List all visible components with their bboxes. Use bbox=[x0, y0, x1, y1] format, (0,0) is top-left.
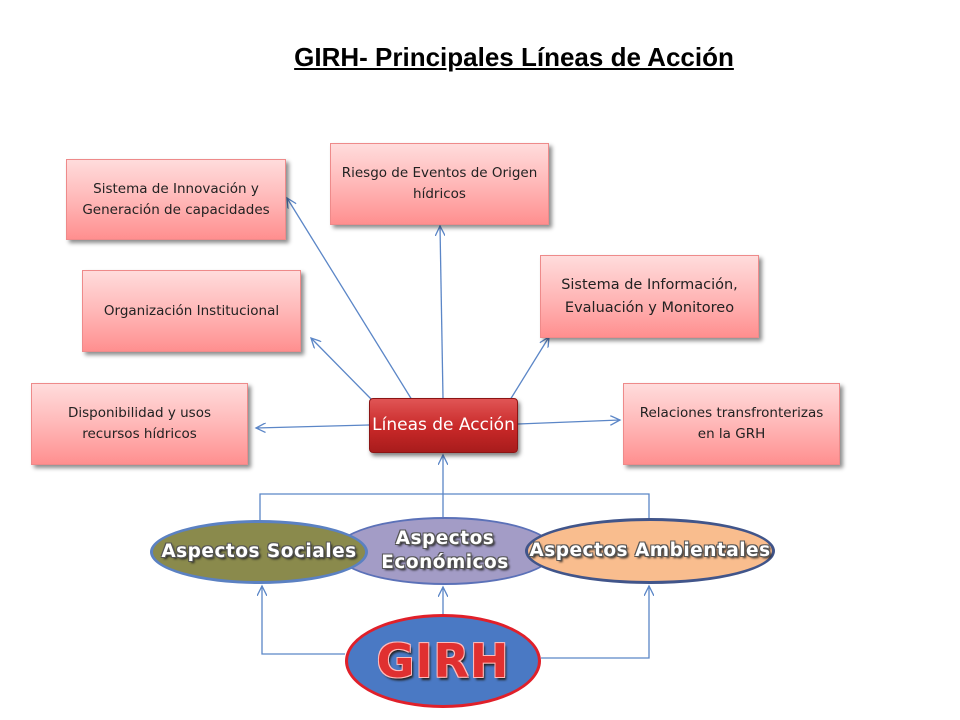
box-disponibilidad: Disponibilidad y usos recursos hídricos bbox=[31, 383, 248, 465]
box-riesgo: Riesgo de Eventos de Origen hídricos bbox=[330, 143, 549, 225]
ellipse-aspectos-ambientales: Aspectos Ambientales bbox=[525, 518, 775, 584]
ellipse-aspectos-economicos: Aspectos Económicos bbox=[335, 517, 555, 585]
arrow-to-organizacion bbox=[311, 338, 373, 401]
arrow-to-innovacion bbox=[287, 198, 413, 401]
root-girh: GIRH bbox=[345, 614, 541, 708]
diagram-title: GIRH- Principales Líneas de Acción bbox=[294, 42, 734, 72]
arrow-to-disponibilidad bbox=[256, 425, 370, 428]
arrow-root-to-sociales bbox=[262, 586, 345, 655]
arrow-root-to-ambientales bbox=[541, 586, 649, 659]
ellipse-aspectos-sociales: Aspectos Sociales bbox=[150, 520, 368, 584]
arrow-to-riesgo bbox=[440, 226, 443, 399]
center-lineas-de-accion: Líneas de Acción bbox=[369, 398, 518, 453]
box-innovacion: Sistema de Innovación y Generación de ca… bbox=[66, 159, 286, 240]
box-informacion: Sistema de Información, Evaluación y Mon… bbox=[540, 255, 759, 338]
arrow-to-informacion bbox=[509, 337, 549, 401]
box-relaciones: Relaciones transfronterizas en la GRH bbox=[623, 383, 840, 465]
connector-aspects-bracket bbox=[259, 493, 650, 520]
arrow-to-relaciones bbox=[517, 420, 620, 424]
box-organizacion: Organización Institucional bbox=[82, 270, 301, 352]
